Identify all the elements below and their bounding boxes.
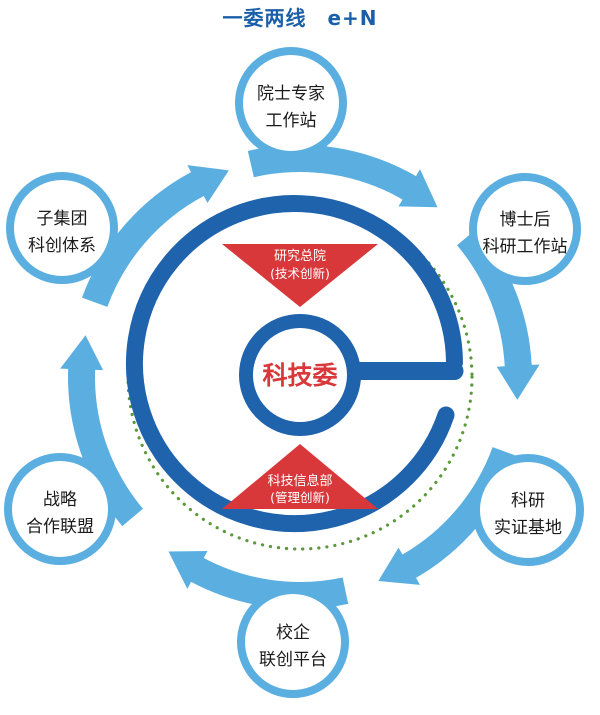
node-label-line2: 联创平台	[259, 650, 327, 670]
node-label-line2: 实证基地	[494, 518, 562, 538]
e-inner-circle	[239, 314, 361, 436]
center-label: 科技委	[262, 361, 337, 390]
node-label-line2: 科创体系	[28, 236, 96, 256]
connector-arrow	[81, 165, 229, 307]
top-wedge-line2: (技术创新)	[270, 266, 330, 281]
connector-arrow	[247, 145, 438, 208]
node-label-line1: 院士专家	[257, 84, 325, 104]
diagram-title: 一委两线 e+N	[222, 6, 378, 30]
node-circle	[237, 586, 349, 698]
node-label-line2: 科研工作站	[483, 237, 568, 257]
bottom-wedge	[222, 444, 378, 509]
node-circle	[469, 173, 581, 285]
node-label-line2: 合作联盟	[26, 517, 94, 537]
node-label-line1: 校企	[276, 623, 310, 643]
node-label-line1: 博士后	[500, 210, 551, 230]
node-circle	[472, 454, 584, 566]
node-circle	[235, 47, 347, 159]
node-label-line1: 科研	[511, 491, 545, 511]
node-label-line1: 战略	[43, 490, 77, 510]
e-outer-ring	[126, 195, 463, 533]
connector-arrow	[60, 335, 143, 527]
node-label-line1: 子集团	[37, 209, 88, 229]
top-wedge-line1: 研究总院	[274, 249, 326, 264]
bottom-wedge-line2: (管理创新)	[270, 490, 330, 505]
node-circle	[4, 453, 116, 565]
connector-arrow	[457, 227, 540, 400]
top-wedge	[222, 244, 378, 307]
bottom-wedge-line1: 科技信息部	[267, 473, 332, 489]
node-circle	[6, 172, 118, 284]
node-label-line2: 工作站	[266, 111, 317, 131]
